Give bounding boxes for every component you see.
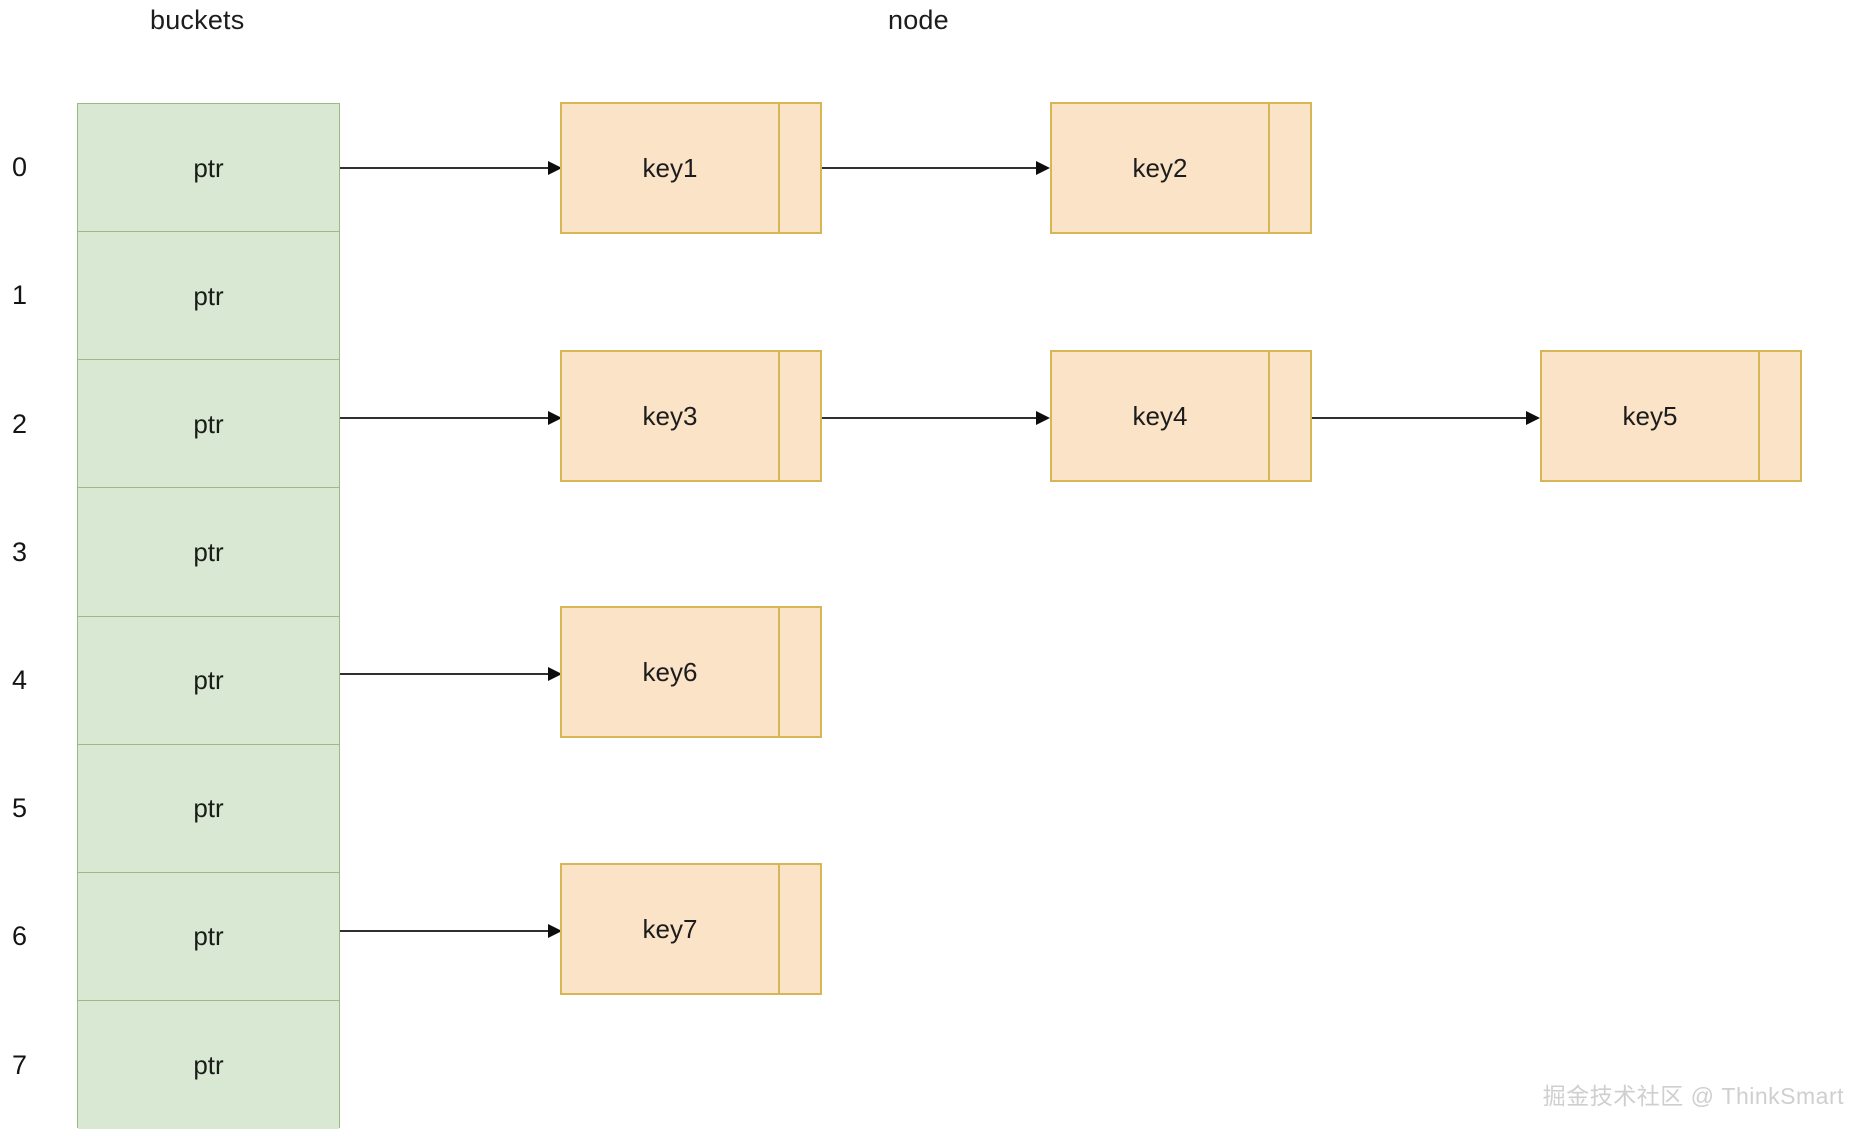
node-key1[interactable]: key1	[560, 102, 822, 234]
node-next-pointer-cell	[780, 608, 820, 736]
bucket-index-7: 7	[12, 1050, 28, 1080]
node-column-title: node	[888, 5, 949, 35]
bucket-index-3: 3	[12, 537, 28, 567]
node-next-pointer-cell	[1270, 104, 1310, 232]
bucket-cell-3[interactable]: ptr	[78, 488, 339, 617]
bucket-cell-5[interactable]: ptr	[78, 744, 339, 873]
bucket-cell-1[interactable]: ptr	[78, 232, 339, 361]
node-key-label: key3	[562, 352, 780, 480]
node-key-label: key1	[562, 104, 780, 232]
bucket-cell-4[interactable]: ptr	[78, 616, 339, 745]
node-key5[interactable]: key5	[1540, 350, 1802, 482]
node-key-label: key7	[562, 865, 780, 993]
bucket-pointer-label: ptr	[193, 536, 224, 567]
bucket-index-2: 2	[12, 409, 28, 439]
bucket-index-5: 5	[12, 793, 28, 823]
bucket-cell-0[interactable]: ptr	[78, 104, 339, 233]
node-key2[interactable]: key2	[1050, 102, 1312, 234]
node-next-pointer-cell	[780, 104, 820, 232]
arrow-key3-to-key4	[822, 410, 1050, 426]
node-key7[interactable]: key7	[560, 863, 822, 995]
node-key-label: key6	[562, 608, 780, 736]
arrow-key4-to-key5	[1312, 410, 1540, 426]
bucket-pointer-label: ptr	[193, 1049, 224, 1080]
buckets-array: ptr ptr ptr ptr ptr ptr ptr ptr	[77, 103, 340, 1129]
node-key4[interactable]: key4	[1050, 350, 1312, 482]
bucket-index-1: 1	[12, 280, 28, 310]
watermark: 掘金技术社区 @ ThinkSmart	[1542, 1083, 1844, 1109]
bucket-pointer-label: ptr	[193, 280, 224, 311]
node-next-pointer-cell	[780, 865, 820, 993]
arrow-bucket6-to-key7	[340, 923, 562, 939]
node-next-pointer-cell	[780, 352, 820, 480]
bucket-cell-7[interactable]: ptr	[78, 1000, 339, 1129]
arrow-key1-to-key2	[822, 160, 1050, 176]
bucket-index-6: 6	[12, 921, 28, 951]
arrow-bucket0-to-key1	[340, 160, 562, 176]
bucket-pointer-label: ptr	[193, 921, 224, 952]
bucket-pointer-label: ptr	[193, 152, 224, 183]
bucket-pointer-label: ptr	[193, 665, 224, 696]
arrow-bucket2-to-key3	[340, 410, 562, 426]
arrow-bucket4-to-key6	[340, 666, 562, 682]
node-key-label: key2	[1052, 104, 1270, 232]
bucket-index-0: 0	[12, 152, 28, 182]
node-next-pointer-cell	[1760, 352, 1800, 480]
bucket-index-4: 4	[12, 665, 28, 695]
bucket-cell-2[interactable]: ptr	[78, 360, 339, 489]
node-key6[interactable]: key6	[560, 606, 822, 738]
node-key-label: key4	[1052, 352, 1270, 480]
buckets-column-title: buckets	[150, 5, 245, 35]
bucket-cell-6[interactable]: ptr	[78, 872, 339, 1001]
node-key-label: key5	[1542, 352, 1760, 480]
bucket-pointer-label: ptr	[193, 793, 224, 824]
node-key3[interactable]: key3	[560, 350, 822, 482]
bucket-pointer-label: ptr	[193, 408, 224, 439]
node-next-pointer-cell	[1270, 352, 1310, 480]
